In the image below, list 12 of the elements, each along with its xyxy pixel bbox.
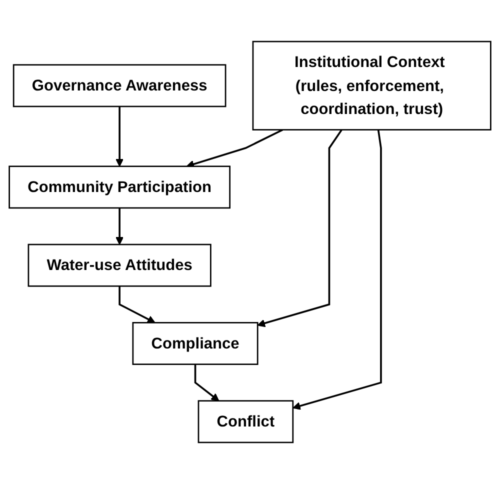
arrow [292,130,382,410]
node-box: Compliance [132,322,258,365]
arrow [116,106,124,167]
arrow [194,364,220,402]
node-box: Conflict [198,400,294,444]
arrow [116,208,124,245]
arrow [118,286,156,324]
node-box: Water-use Attitudes [28,244,212,287]
node-box: Community Participation [8,166,230,209]
node-box: Governance Awareness [12,64,226,108]
arrow [257,129,342,328]
node-box: Institutional Context (rules, enforcement, coordination, trust) [252,40,492,130]
